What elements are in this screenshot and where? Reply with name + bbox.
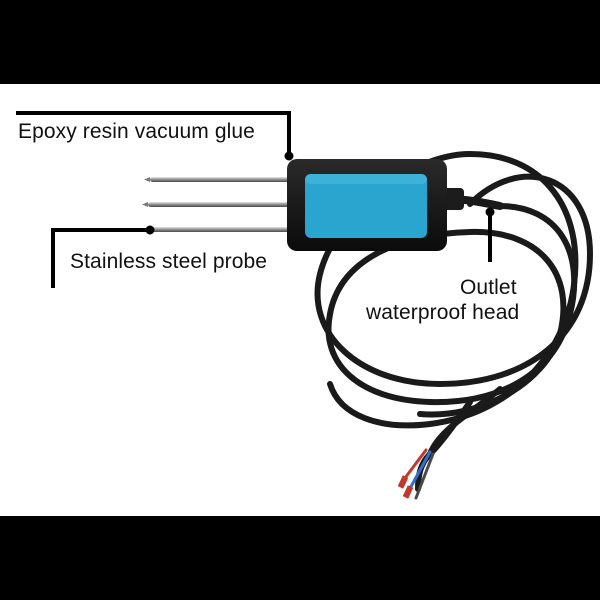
waterproof-head-label: waterproof head [366,301,520,324]
top-black-band [0,0,600,84]
image-canvas: Epoxy resin vacuum glue Stainless steel … [0,84,600,516]
callout-lines [16,111,495,288]
sensor-body [287,159,447,251]
outlet-label: Outlet [460,276,517,299]
bottom-black-band [0,516,600,600]
outlet-waterproof-head [442,188,464,210]
epoxy-resin-label: Epoxy resin vacuum glue [18,120,255,143]
sensor-window [305,174,427,238]
stainless-probe-label: Stainless steel probe [70,250,268,273]
sensor-illustration [16,111,594,500]
stainless-steel-probes [142,177,290,232]
cable-coil [314,150,594,457]
cable-lead [397,399,473,500]
